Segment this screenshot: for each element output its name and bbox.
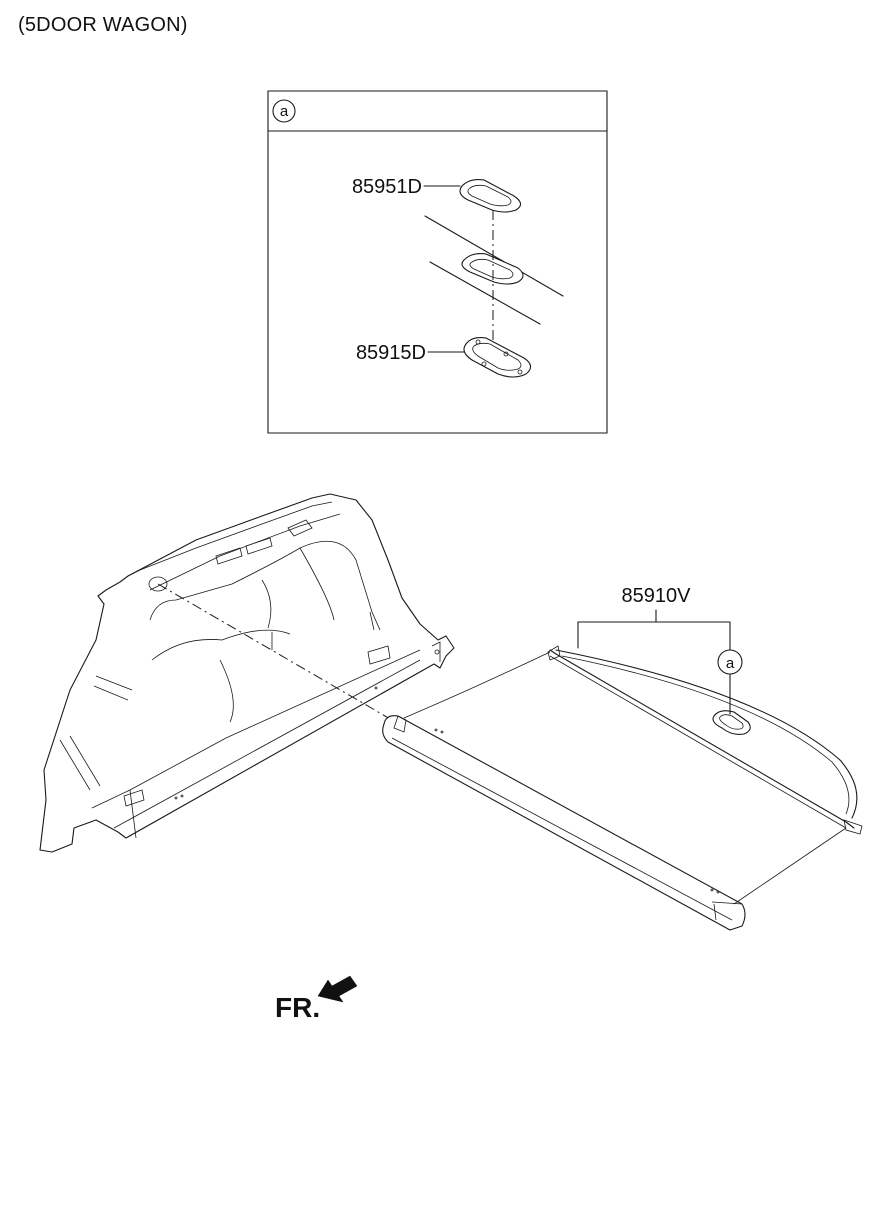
part-number-85951D: 85951D (352, 176, 422, 198)
luggage-side-trim (39, 493, 455, 853)
mounting-projection-line (157, 583, 393, 721)
panel-edge-upper (424, 215, 564, 297)
escutcheon-upper-part (459, 179, 522, 213)
luggage-cover-assembly (382, 645, 863, 931)
detail-box-frame (267, 90, 608, 434)
variant-label: (5DOOR WAGON) (18, 14, 188, 36)
detail-box: a 85951D 85915D (267, 90, 608, 434)
part-number-85910V: 85910V (622, 585, 692, 607)
detail-ref-circle (272, 99, 296, 123)
cover-callout: 85910V a (577, 585, 743, 715)
front-arrow-icon (317, 975, 358, 1003)
front-orientation-indicator: FR. (275, 975, 358, 1023)
escutcheon-lower-part (463, 337, 532, 378)
detail-ref-marker: a (280, 103, 289, 120)
panel-edge-lower (429, 261, 541, 325)
callout-ref-marker: a (726, 655, 735, 672)
front-direction-label: FR. (275, 992, 320, 1023)
part-number-85915D: 85915D (356, 342, 426, 364)
panel-slot (461, 253, 524, 285)
